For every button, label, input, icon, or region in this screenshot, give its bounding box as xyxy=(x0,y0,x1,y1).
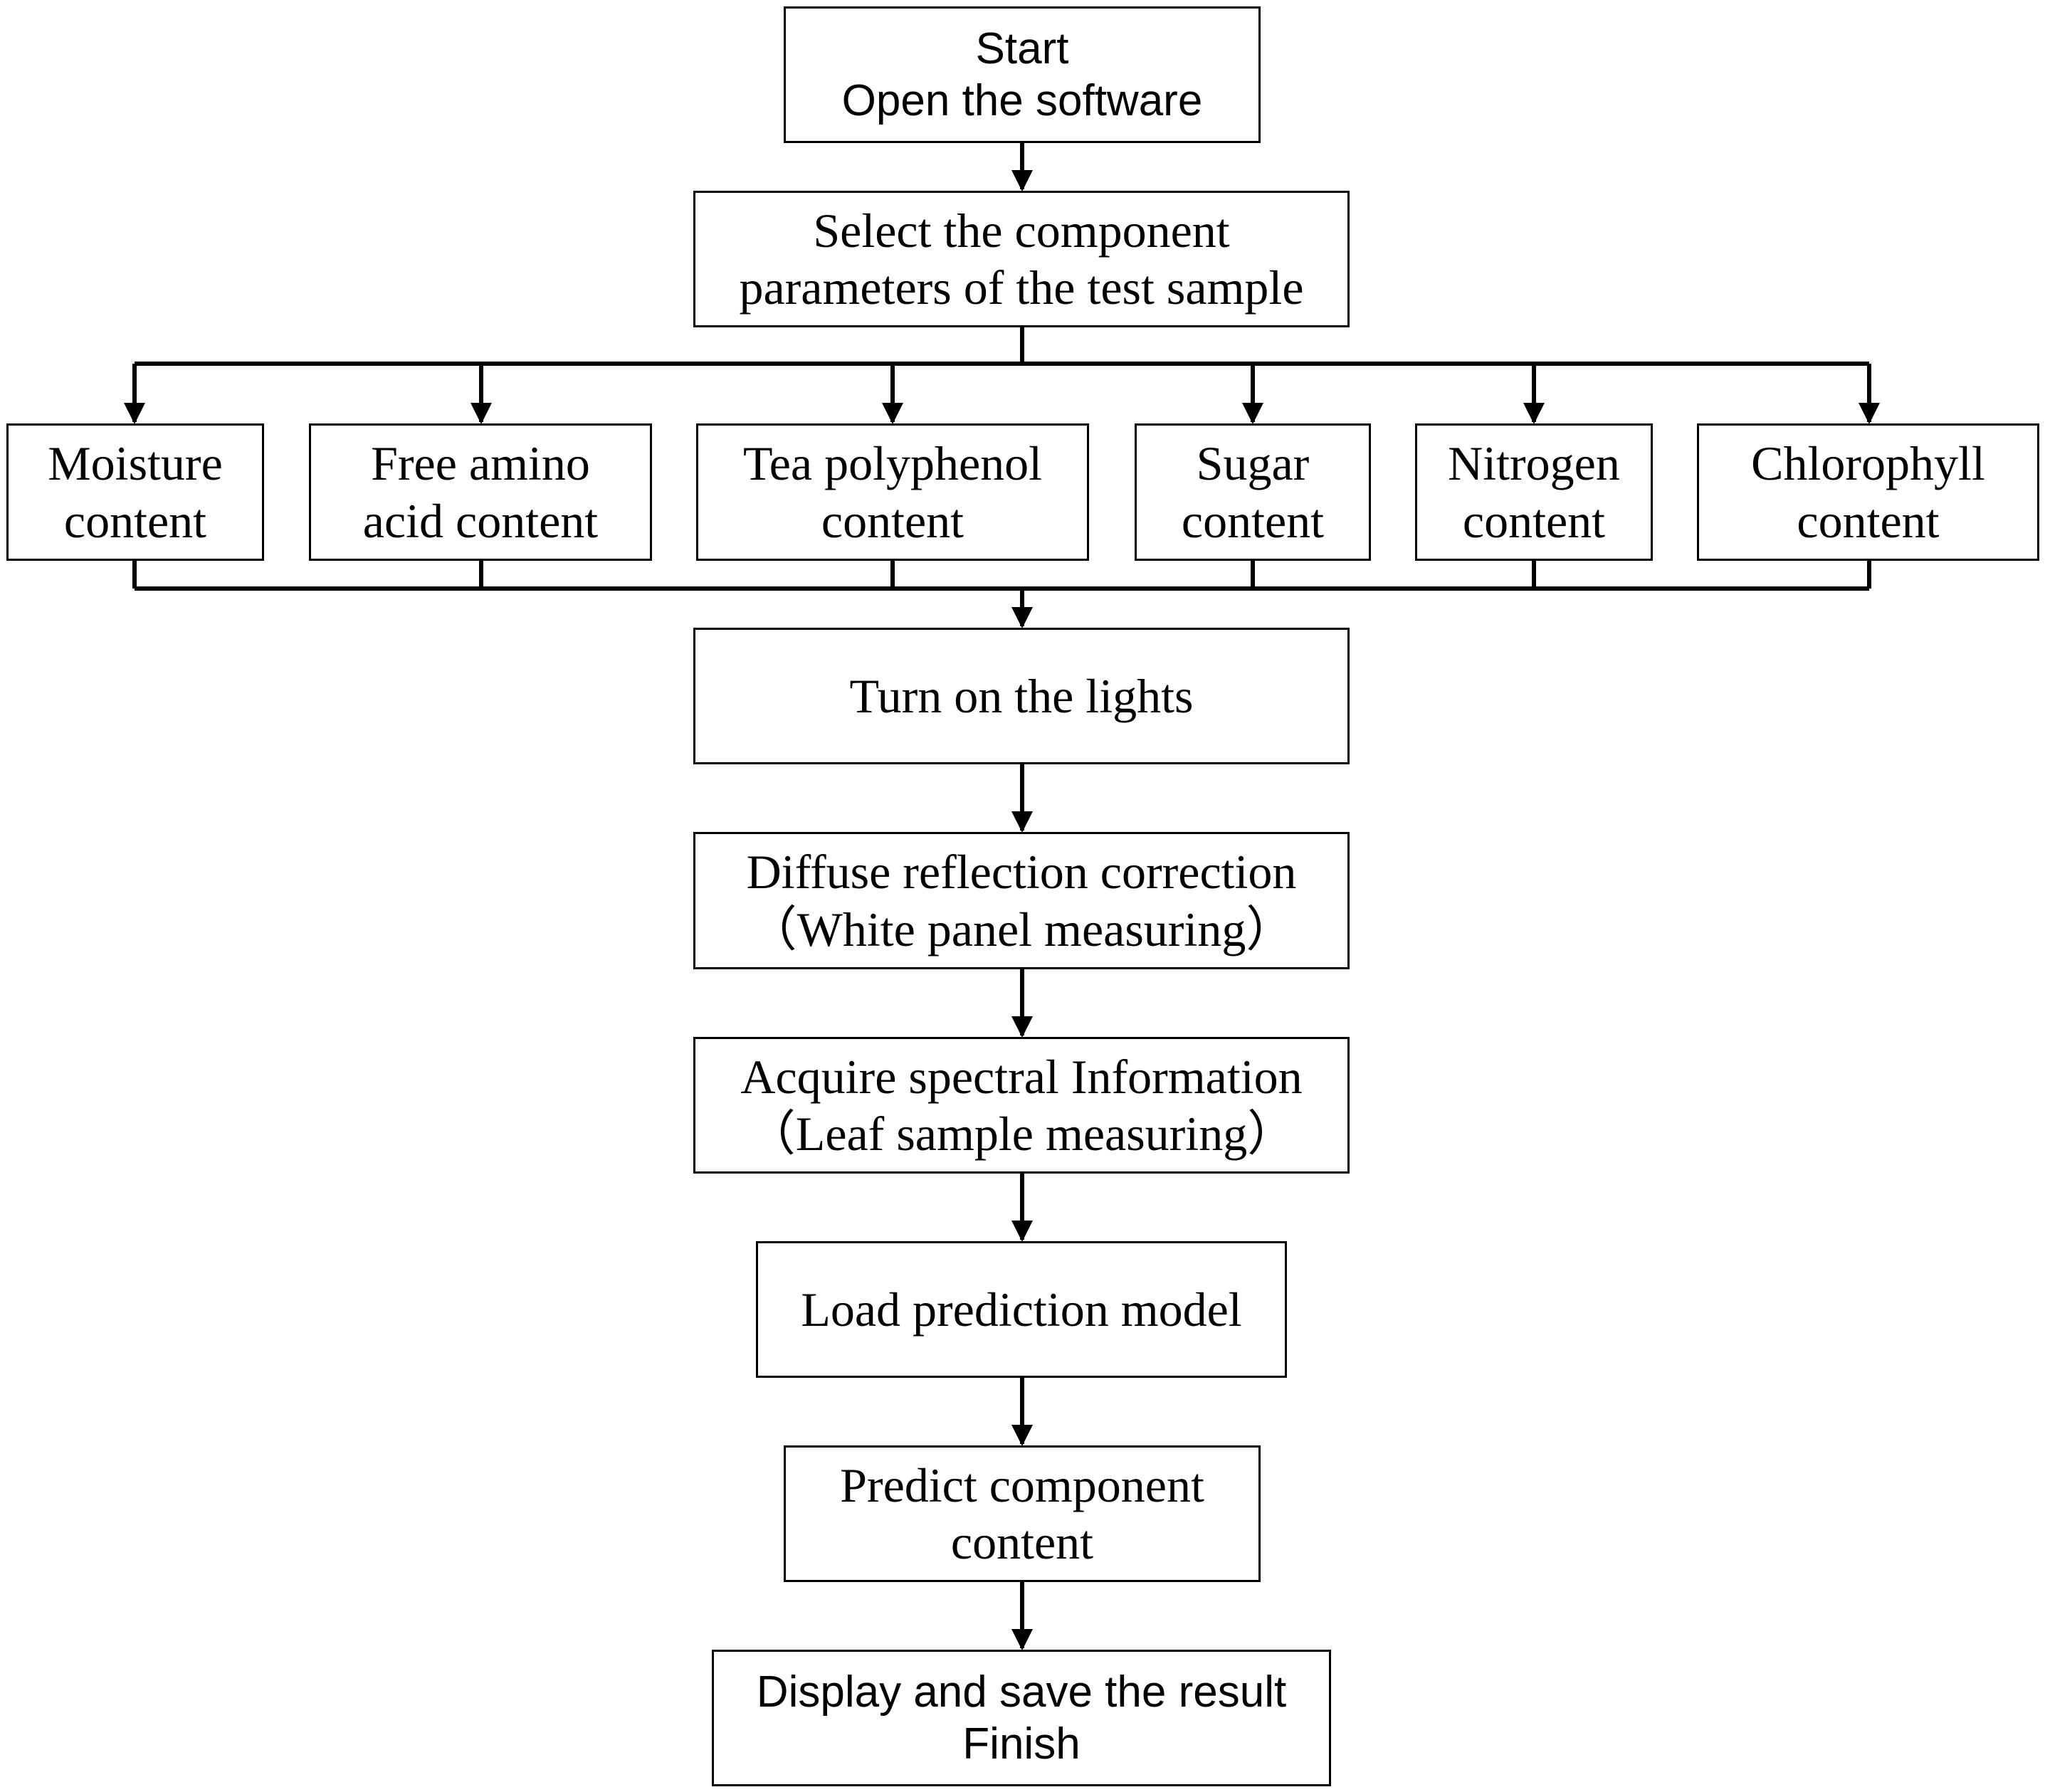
chlorophyll-line2: content xyxy=(1797,493,1940,548)
predict-content-box: Predict component content xyxy=(784,1445,1261,1582)
moisture-line2: content xyxy=(63,493,207,548)
start-box: Start Open the software xyxy=(784,6,1261,143)
acquire-spectral-line1: Acquire spectral Information xyxy=(740,1049,1303,1104)
free-amino-line2: acid content xyxy=(362,493,599,548)
select-parameters-box: Select the component parameters of the t… xyxy=(693,191,1350,327)
free-amino-line1: Free amino xyxy=(371,436,590,491)
moisture-line1: Moisture xyxy=(48,436,223,491)
display-save-label: Display and save the result xyxy=(756,1667,1287,1717)
nitrogen-line1: Nitrogen xyxy=(1448,436,1620,491)
tea-polyphenol-line1: Tea polyphenol xyxy=(742,436,1043,491)
sugar-line2: content xyxy=(1181,493,1325,548)
load-model-label: Load prediction model xyxy=(801,1282,1242,1337)
chlorophyll-line1: Chlorophyll xyxy=(1751,436,1985,491)
turn-on-lights-box: Turn on the lights xyxy=(693,628,1350,764)
diffuse-reflection-box: Diffuse reflection correction （White pan… xyxy=(693,832,1350,969)
diffuse-reflection-line1: Diffuse reflection correction xyxy=(746,845,1297,900)
nitrogen-content-box: Nitrogen content xyxy=(1415,423,1653,561)
moisture-content-box: Moisture content xyxy=(6,423,264,561)
start-label: Start xyxy=(975,23,1069,73)
acquire-spectral-line2: （Leaf sample measuring） xyxy=(747,1107,1296,1161)
open-software-label: Open the software xyxy=(841,76,1203,125)
chlorophyll-content-box: Chlorophyll content xyxy=(1697,423,2039,561)
sugar-line1: Sugar xyxy=(1196,436,1310,491)
turn-on-lights-label: Turn on the lights xyxy=(849,668,1194,723)
select-parameters-line1: Select the component xyxy=(813,203,1230,258)
sugar-content-box: Sugar content xyxy=(1135,423,1371,561)
acquire-spectral-box: Acquire spectral Information （Leaf sampl… xyxy=(693,1037,1350,1174)
finish-box: Display and save the result Finish xyxy=(712,1650,1331,1786)
diffuse-reflection-line2: （White panel measuring） xyxy=(748,902,1295,956)
tea-polyphenol-box: Tea polyphenol content xyxy=(696,423,1089,561)
select-parameters-line2: parameters of the test sample xyxy=(739,260,1304,315)
nitrogen-line2: content xyxy=(1462,493,1606,548)
predict-line2: content xyxy=(950,1515,1094,1569)
tea-polyphenol-line2: content xyxy=(821,493,964,548)
load-model-box: Load prediction model xyxy=(756,1241,1287,1378)
predict-line1: Predict component xyxy=(840,1458,1204,1512)
finish-label: Finish xyxy=(962,1719,1081,1769)
free-amino-acid-box: Free amino acid content xyxy=(309,423,652,561)
